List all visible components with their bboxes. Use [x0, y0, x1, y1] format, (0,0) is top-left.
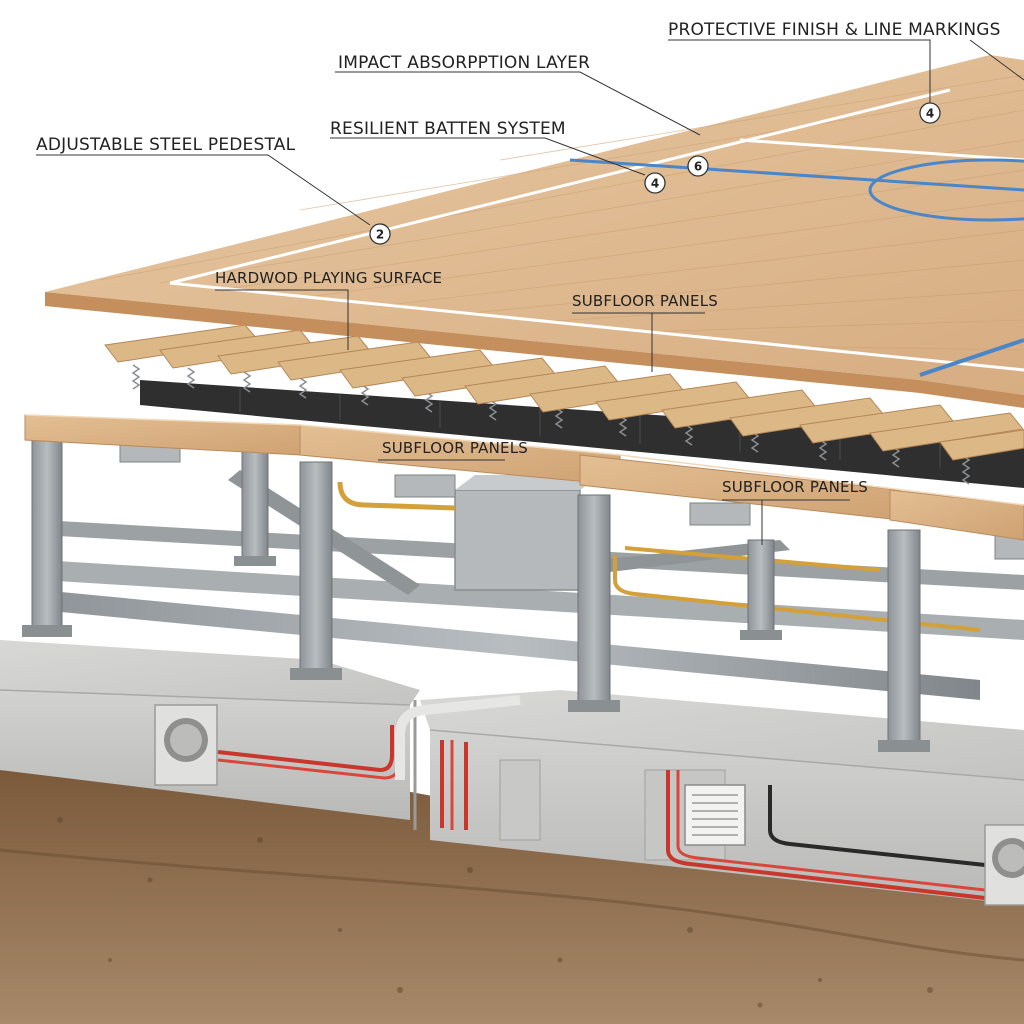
pedestal-1	[22, 429, 72, 637]
label-protective-finish: PROTECTIVE FINISH & LINE MARKINGS	[668, 20, 1001, 40]
label-hardwood-surface: HARDWOD PLAYING SURFACE	[215, 269, 443, 287]
soil-layer	[0, 770, 1024, 1024]
subfloor-panels	[24, 414, 1024, 541]
svg-text:2: 2	[376, 228, 384, 242]
label-subfloor-mid: SUBFLOOR PANELS	[382, 439, 528, 457]
callout-circles: 4 6 4 2	[369, 102, 941, 245]
svg-text:4: 4	[926, 107, 934, 121]
callout-impact: 6	[687, 155, 709, 177]
svg-text:6: 6	[694, 160, 702, 174]
pedestal-5	[740, 539, 782, 640]
callout-finish: 4	[919, 102, 941, 124]
label-subfloor-right: SUBFLOOR PANELS	[722, 478, 868, 496]
callout-pedestal: 2	[369, 223, 391, 245]
pedestal-6	[878, 529, 930, 752]
label-adjustable-pedestal: ADJUSTABLE STEEL PEDESTAL	[36, 135, 296, 155]
label-resilient-batten: RESILIENT BATTEN SYSTEM	[330, 119, 566, 139]
leader-lines	[36, 39, 1024, 545]
batten-springs	[131, 364, 971, 485]
hardwood-court	[45, 55, 1024, 408]
svg-text:4: 4	[651, 177, 659, 191]
impact-absorption-pads	[140, 380, 1024, 488]
pedestal-2	[234, 449, 276, 566]
resilient-battens	[104, 324, 1024, 461]
pedestal-3	[290, 461, 342, 680]
label-subfloor-upper: SUBFLOOR PANELS	[572, 292, 718, 310]
concrete-services	[154, 695, 1024, 906]
callout-batten: 4	[644, 172, 666, 194]
label-impact-absorption: IMPACT ABSORPPTION LAYER	[338, 53, 591, 73]
pedestal-4	[568, 494, 620, 712]
